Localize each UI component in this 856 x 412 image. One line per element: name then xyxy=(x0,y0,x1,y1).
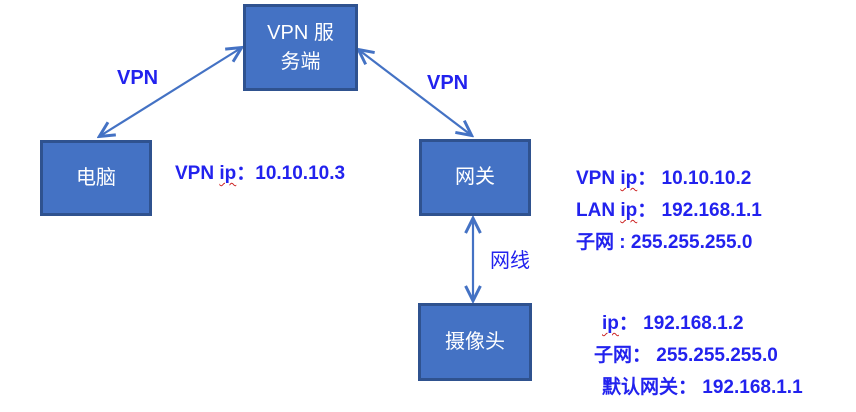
annotation-camera-block: ip： 192.168.1.2 子网： 255.255.255.0 默认网关： … xyxy=(560,308,803,404)
annotation-line: 默认网关： 192.168.1.1 xyxy=(602,372,803,404)
node-computer: 电脑 xyxy=(40,140,152,216)
edge-label-network-cable: 网线 xyxy=(490,250,530,272)
annotation-line: LAN ip： 192.168.1.1 xyxy=(576,195,762,227)
annotation-text: ： 10.10.10.2 xyxy=(637,168,752,189)
node-gateway-label: 网关 xyxy=(455,166,495,188)
annotation-text: 子网 : 255.255.255.0 xyxy=(576,232,753,253)
annotation-text-misspelled: ip xyxy=(620,200,638,221)
annotation-line: 子网： 255.255.255.0 xyxy=(594,340,803,372)
annotation-text: ： 192.168.1.2 xyxy=(618,313,744,334)
annotation-text: ：10.10.10.3 xyxy=(236,163,346,184)
node-gateway: 网关 xyxy=(419,139,531,216)
annotation-text: VPN xyxy=(175,163,220,184)
edge-label-gateway-vpn: VPN xyxy=(427,72,469,94)
annotation-computer-ip: VPN ip：10.10.10.3 xyxy=(175,158,345,190)
annotation-text: ： 192.168.1.1 xyxy=(637,200,762,221)
node-vpn-server-label-line1: VPN 服 xyxy=(267,21,334,44)
node-camera-label: 摄像头 xyxy=(445,330,505,353)
annotation-gateway-block: VPN ip： 10.10.10.2 LAN ip： 192.168.1.1 子… xyxy=(576,163,762,259)
annotation-text: 子网： 255.255.255.0 xyxy=(594,345,778,366)
annotation-text-misspelled: ip xyxy=(602,313,619,334)
annotation-text-misspelled: ip xyxy=(219,163,237,184)
annotation-line: VPN ip： 10.10.10.2 xyxy=(576,163,762,195)
node-vpn-server-label-line2: 务端 xyxy=(280,50,321,73)
annotation-line: ip： 192.168.1.2 xyxy=(602,308,803,340)
edge-label-computer-vpn: VPN xyxy=(117,67,159,89)
annotation-text: LAN xyxy=(576,200,621,221)
node-computer-label: 电脑 xyxy=(76,166,116,189)
node-vpn-server: VPN 服 务端 xyxy=(243,4,358,91)
annotation-line: 子网 : 255.255.255.0 xyxy=(576,227,762,259)
edge-computer-vpnserver xyxy=(100,48,241,136)
annotation-text-misspelled: ip xyxy=(620,168,638,189)
node-camera: 摄像头 xyxy=(418,303,532,381)
annotation-text: 默认网关： 192.168.1.1 xyxy=(602,377,803,398)
annotation-text: VPN xyxy=(576,168,621,189)
